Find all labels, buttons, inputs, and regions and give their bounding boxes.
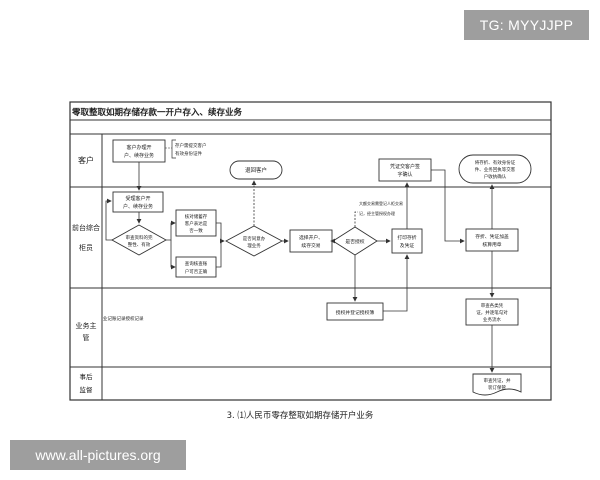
accept-text-2: 户、续存业务 (123, 203, 153, 210)
customer-sign-text-2: 字确认 (397, 171, 412, 178)
lane-teller-a: 前台综合 (72, 223, 100, 232)
connectors (105, 162, 495, 373)
check-text-2: 整性、有效 (128, 241, 151, 248)
start-text-2: 户、续存业务 (124, 152, 154, 159)
print-box (391, 228, 423, 254)
watermark-top-right: TG: MYYJJPP (464, 10, 589, 40)
print-text-1: 打印存折 (397, 234, 416, 241)
auth-register-box (326, 302, 384, 321)
verify-b-text-1: 查询核查账 (185, 260, 208, 267)
deposit-text-2: 核算用章 (482, 241, 501, 248)
verify-a-text-1: 核对储蓄存 (185, 213, 208, 220)
check-text-1: 审查资料的完 (126, 234, 153, 241)
check-decision (111, 224, 167, 256)
decision-text-2: 理业务 (247, 242, 261, 249)
return-customer-node (229, 160, 283, 180)
lane-teller-b: 柜员 (79, 243, 93, 252)
return-customer-text: 退回客户 (245, 166, 267, 174)
end-text-2: 件、业务回执等交客 (475, 166, 516, 173)
lane-customer: 客户 (78, 155, 94, 165)
diagram-caption: 3. ⑴人民币零存整取如期存储开户业务 (227, 410, 374, 421)
review-text-1: 审查各类凭 (481, 302, 504, 309)
verify-a-text-2: 客户表达是 (185, 220, 208, 227)
accept-text-1: 受理客户开 (125, 195, 150, 202)
audit-document (472, 373, 522, 396)
supervisor-note: 业记账记录授权记录 (103, 315, 144, 322)
lane-supervisor-b: 管 (83, 333, 90, 342)
select-text-1: 选择开户、 (299, 234, 323, 241)
review-text-2: 证，并逐笔勾对 (476, 309, 508, 316)
review-text-3: 业务流水 (483, 316, 501, 323)
lane-audit-a: 事后 (80, 372, 94, 381)
diagram-frame (69, 101, 552, 401)
end-text-1: 将存折、有效身份证 (475, 159, 516, 166)
audit-text-1: 审查凭证，并 (484, 377, 511, 384)
decision-text-1: 是否同意办 (243, 235, 266, 242)
verify-b-text-2: 户可否正确 (185, 268, 208, 275)
customer-sign-text-1: 凭证交客户签 (390, 163, 420, 170)
note-text-1: 存户需提交客户 (175, 142, 207, 149)
lane-supervisor-a: 业务主 (76, 321, 97, 330)
agree-decision (225, 225, 283, 257)
print-text-2: 及凭证 (400, 242, 415, 249)
select-text-2: 续存交易 (301, 242, 320, 249)
accept-box (112, 191, 164, 213)
lane-audit-b: 监督 (80, 385, 94, 394)
watermark-bottom-left: www.all-pictures.org (10, 440, 186, 470)
end-text-3: 户收执确认 (484, 173, 507, 180)
review-box (465, 298, 519, 326)
diagram-title: 零取整取如期存储存款一开户存入、续存业务 (71, 107, 243, 118)
side-note-b: 记，经主管授权办理 (359, 210, 395, 216)
note-bracket (171, 139, 176, 159)
deposit-text-1: 存折、凭证加盖 (475, 233, 509, 240)
start-text-1: 客户办理开 (126, 144, 151, 151)
note-text-2: 有效身份证件 (175, 150, 202, 157)
verify-a-text-3: 否一致 (189, 227, 203, 234)
auth-decision-text: 是否授权 (345, 238, 364, 245)
end-node (458, 154, 532, 184)
side-note-a: 大额交易需登记人柜交易 (359, 200, 403, 206)
audit-text-2: 装订保管 (488, 384, 506, 391)
auth-register-text: 授权并登记授权簿 (336, 309, 375, 316)
